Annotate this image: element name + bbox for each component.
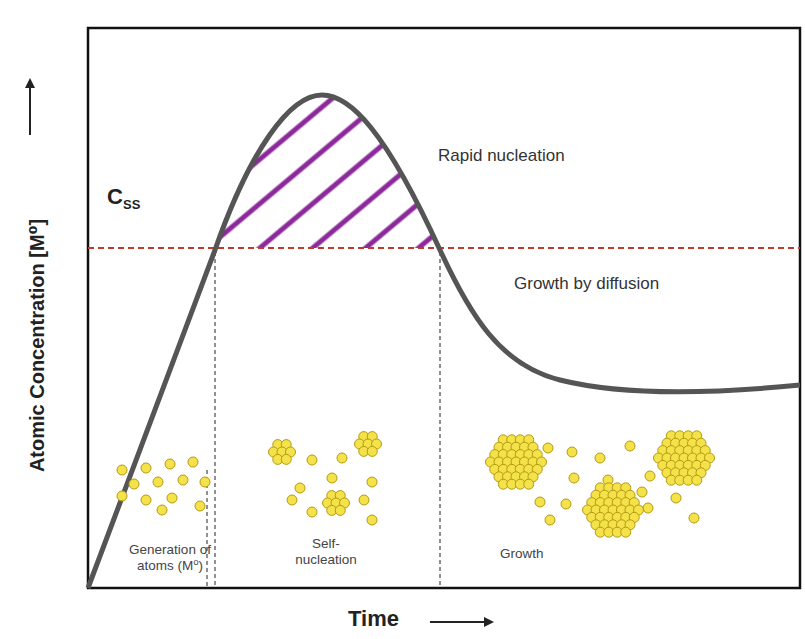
atom bbox=[307, 507, 317, 517]
threshold-line bbox=[88, 247, 800, 249]
axis-label: Atomic Concentration [M⁰] bbox=[27, 218, 50, 471]
atom bbox=[200, 477, 210, 487]
atom bbox=[367, 515, 377, 525]
atom bbox=[141, 463, 151, 473]
annotation-label: Growth bbox=[500, 546, 544, 562]
atom bbox=[692, 475, 702, 485]
annotation-label: Self- nucleation bbox=[290, 536, 362, 567]
atom bbox=[337, 453, 347, 463]
atom bbox=[643, 503, 653, 513]
atom bbox=[195, 501, 205, 511]
annotation-label: C bbox=[107, 184, 123, 209]
hatched-region bbox=[215, 28, 445, 253]
atom bbox=[621, 527, 631, 537]
annotation-label: Time bbox=[348, 606, 399, 631]
atom bbox=[117, 465, 127, 475]
atom bbox=[625, 441, 635, 451]
atom bbox=[157, 505, 167, 515]
atom bbox=[307, 455, 317, 465]
atom bbox=[637, 487, 647, 497]
axis-arrow bbox=[29, 80, 31, 135]
annotation-label: Generation of atoms (M⁰) bbox=[114, 542, 226, 573]
atom bbox=[545, 515, 555, 525]
axis-arrow bbox=[430, 621, 492, 623]
atom bbox=[561, 499, 571, 509]
atoms bbox=[117, 431, 715, 537]
atom bbox=[359, 495, 369, 505]
annotation-label: Rapid nucleation bbox=[438, 146, 565, 166]
atom bbox=[167, 493, 177, 503]
atom bbox=[178, 475, 188, 485]
atom bbox=[569, 473, 579, 483]
annotation-label: SS bbox=[123, 198, 140, 213]
phase-divider bbox=[440, 252, 441, 588]
atom bbox=[567, 447, 577, 457]
atom bbox=[595, 453, 605, 463]
atom bbox=[281, 454, 291, 464]
phase-divider bbox=[215, 252, 216, 588]
concentration-curve bbox=[88, 95, 800, 588]
plot-frame bbox=[88, 28, 800, 588]
atom bbox=[524, 479, 534, 489]
atom bbox=[335, 505, 345, 515]
atom bbox=[287, 495, 297, 505]
atom bbox=[141, 495, 151, 505]
atom bbox=[165, 459, 175, 469]
atom bbox=[129, 479, 139, 489]
atom bbox=[153, 477, 163, 487]
atom bbox=[367, 446, 377, 456]
atom bbox=[327, 473, 337, 483]
phase-divider bbox=[207, 470, 208, 588]
atom bbox=[188, 457, 198, 467]
atom bbox=[295, 483, 305, 493]
atom bbox=[117, 491, 127, 501]
atom bbox=[671, 493, 681, 503]
atom bbox=[543, 443, 553, 453]
atom bbox=[535, 497, 545, 507]
atom bbox=[645, 471, 655, 481]
atom bbox=[689, 513, 699, 523]
atom bbox=[367, 477, 377, 487]
annotation-label: Growth by diffusion bbox=[514, 274, 659, 294]
